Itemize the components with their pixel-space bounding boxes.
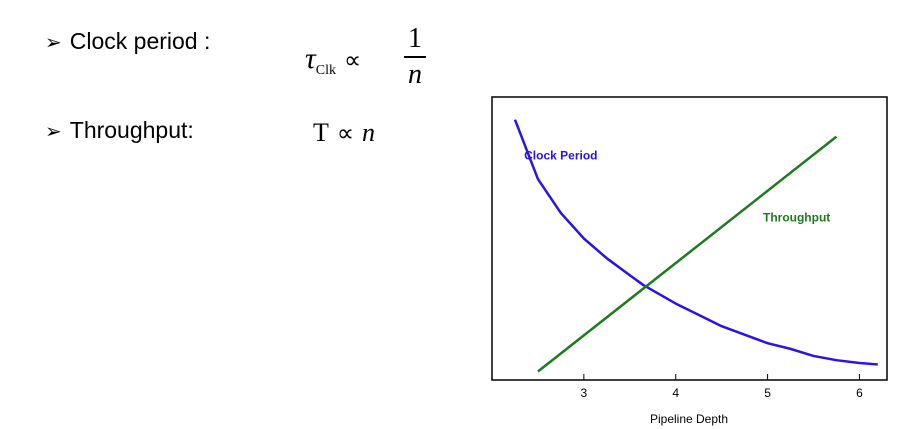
plot-frame <box>491 96 888 381</box>
fraction-bar <box>404 56 426 58</box>
proportional-symbol: ∝ <box>343 48 362 74</box>
series-line-clock-period <box>513 119 878 366</box>
bullet-arrow-icon: ➢ <box>45 118 62 143</box>
bullet-clock-period: ➢ Clock period : <box>45 28 210 55</box>
fraction-denominator: n <box>408 58 422 90</box>
x-tick-label: 5 <box>764 386 771 400</box>
clock-period-label: Clock period : <box>69 28 211 54</box>
annotation-throughput: Throughput <box>763 211 830 225</box>
series-line-throughput <box>537 135 838 373</box>
clock-fraction: 1 n <box>404 24 426 90</box>
tau-symbol: τ <box>305 42 316 75</box>
annotation-clock-period: Clock Period <box>524 148 597 162</box>
throughput-label: Throughput: <box>69 117 194 143</box>
x-axis-label: Pipeline Depth <box>650 412 728 426</box>
series-lines <box>513 119 878 373</box>
clk-subscript: Clk <box>315 63 336 78</box>
bullet-throughput: ➢ Throughput: <box>45 117 194 144</box>
fraction-numerator: 1 <box>408 23 422 54</box>
bullet-arrow-icon: ➢ <box>45 29 62 54</box>
x-ticks: 3 4 5 6 <box>581 374 863 400</box>
x-tick-label: 4 <box>672 386 679 400</box>
x-tick-label: 6 <box>856 386 863 400</box>
throughput-variable: n <box>362 118 376 147</box>
clock-formula: τClk ∝ <box>305 42 365 79</box>
proportional-symbol: ∝ <box>336 121 355 147</box>
x-tick-label: 3 <box>581 386 588 400</box>
throughput-formula: T ∝ n <box>313 118 375 148</box>
throughput-symbol: T <box>313 118 329 147</box>
